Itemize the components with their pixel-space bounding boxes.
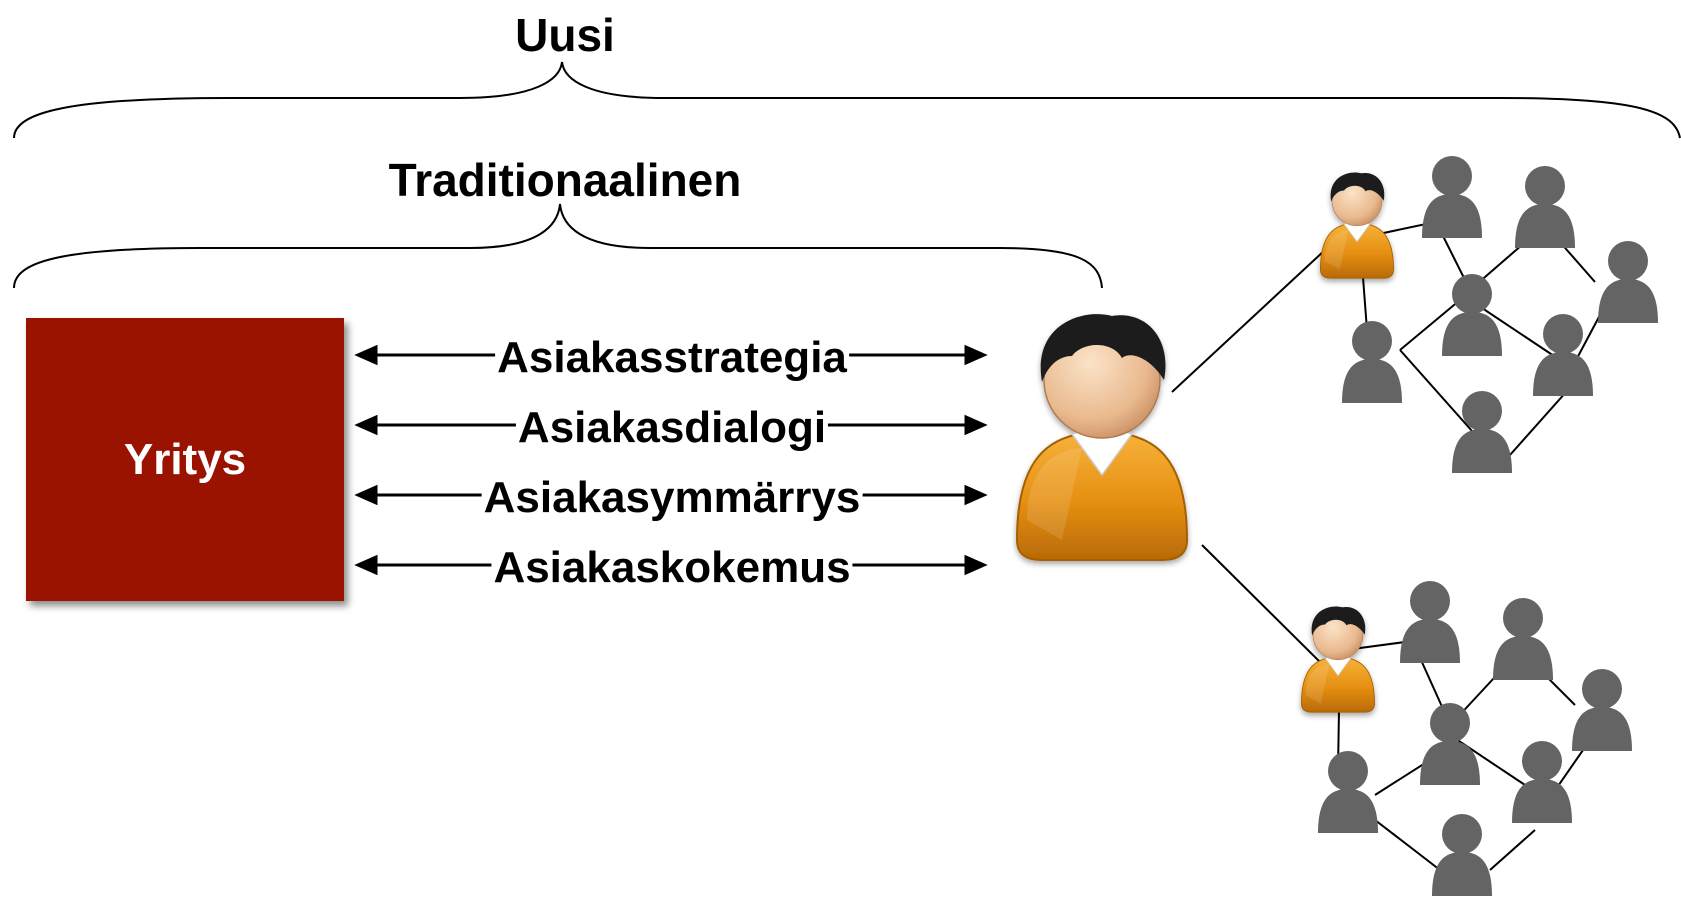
company-box: Yritys [26,318,344,601]
relation-label-dialogue: Asiakasdialogi [515,403,829,452]
inner-brace-label: Traditionaalinen [388,154,742,206]
relation-label-understanding: Asiakasymmärrys [481,473,863,522]
person-silhouette-icon [1572,669,1632,751]
small-customer-icon [1320,172,1394,279]
connector-lines [1171,219,1601,871]
outer-brace-label: Uusi [515,9,615,61]
person-silhouette-icon [1598,241,1658,323]
customer-person-icon [1016,313,1188,561]
network-cluster-2 [1301,581,1632,896]
person-silhouette-icon [1493,598,1553,680]
outer-brace [13,61,1681,139]
network-cluster-1 [1320,156,1658,473]
person-silhouette-icon [1515,166,1575,248]
person-silhouette-icon [1422,156,1482,238]
person-silhouette-icon [1342,321,1402,403]
person-silhouette-icon [1432,814,1492,896]
person-silhouette-icon [1400,581,1460,663]
person-silhouette-icon [1533,314,1593,396]
inner-brace [13,203,1103,289]
relation-label-strategy: Asiakasstrategia [495,333,849,382]
small-customer-icon [1301,606,1375,713]
company-label: Yritys [123,434,247,484]
person-silhouette-icon [1318,751,1378,833]
person-silhouette-icon [1420,703,1480,785]
relation-label-experience: Asiakaskokemus [491,543,853,592]
person-silhouette-icon [1452,391,1512,473]
